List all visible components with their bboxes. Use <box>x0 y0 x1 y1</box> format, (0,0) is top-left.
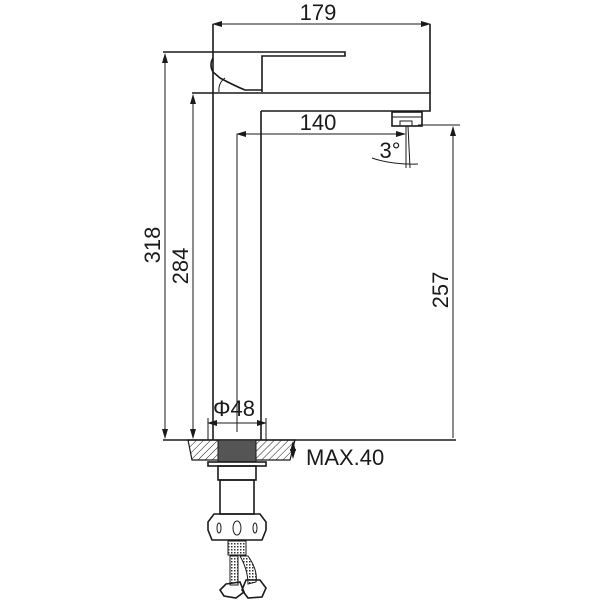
dimension-total-height: 318 <box>140 53 168 439</box>
dimension-label-140: 140 <box>300 110 337 135</box>
dimension-label-3-degree: 3° <box>379 138 400 163</box>
dimension-body-height: 284 <box>168 94 196 439</box>
dimension-label-257: 257 <box>428 272 453 309</box>
dimension-label-179: 179 <box>300 0 337 25</box>
dimension-base-diameter: Φ48 <box>207 396 267 440</box>
countertop-section: MAX.40 <box>187 439 384 470</box>
dimension-overall-length: 179 <box>212 0 431 27</box>
dimension-label-284: 284 <box>168 248 193 285</box>
faucet-outline <box>163 24 431 440</box>
dimension-spout-reach: 140 <box>236 110 406 432</box>
dimension-spout-height: 257 <box>418 124 460 438</box>
mounting-fittings <box>207 461 267 599</box>
dimension-label-max40: MAX.40 <box>306 445 384 470</box>
dimension-spout-angle: 3° <box>371 125 419 169</box>
dimension-label-phi48: Φ48 <box>213 396 255 421</box>
dimension-label-318: 318 <box>140 227 165 264</box>
